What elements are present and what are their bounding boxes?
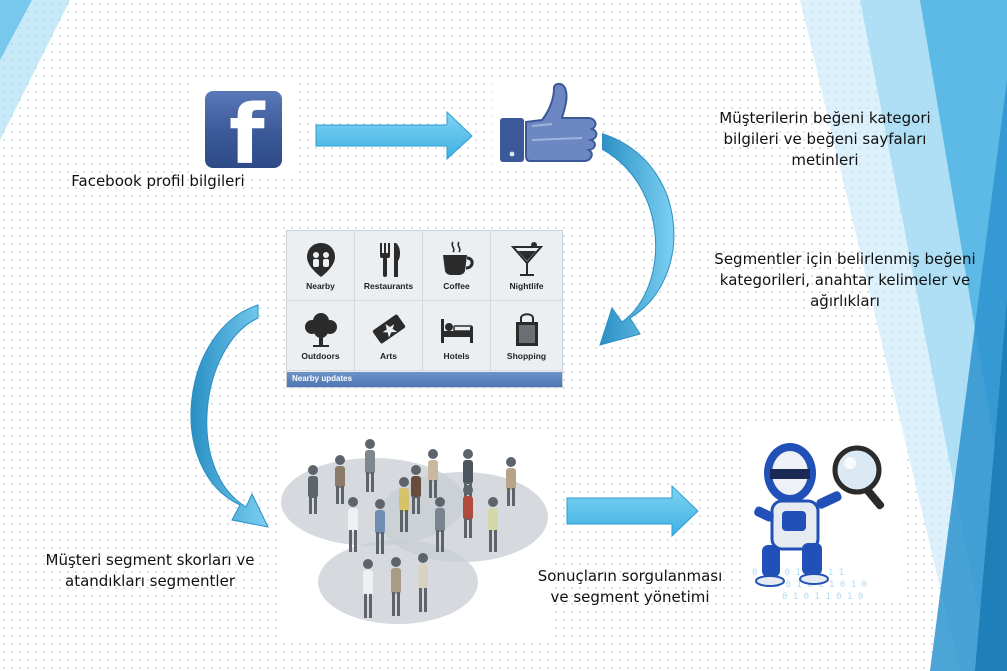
svg-text:0 1 1 0 1 0 0 1 1: 0 1 1 0 1 0 0 1 1 (752, 568, 844, 578)
person (488, 497, 498, 552)
segment-def-line2: kategorileri, anahtar kelimeler ve (719, 271, 971, 289)
person (428, 449, 438, 498)
person (375, 499, 385, 554)
like-info-line1: Müşterilerin beğeni kategori (719, 109, 931, 127)
facebook-logo-icon: f (205, 91, 282, 168)
customer-scores-line2: atandıkları segmentler (65, 572, 235, 590)
category-restaurants: Restaurants (355, 231, 423, 301)
category-hotels: Hotels (423, 301, 491, 371)
segment-def-line3: ağırlıkları (810, 292, 880, 310)
person (363, 559, 373, 618)
person (506, 457, 516, 506)
nearby-updates-bar: Nearby updates (287, 372, 562, 387)
category-label: Outdoors (301, 351, 340, 361)
ticket-star-icon (372, 314, 405, 344)
arrow-like-to-categories (599, 132, 675, 346)
svg-text:0 1 0 1 1 0 1 0: 0 1 0 1 1 0 1 0 (782, 592, 863, 602)
segment-def-line1: Segmentler için belirlenmiş beğeni (714, 250, 976, 268)
category-label: Coffee (443, 281, 470, 291)
bed-icon (440, 319, 473, 343)
svg-text:1 0 0 1 0 1 1 0 1 0: 1 0 0 1 0 1 1 0 1 0 (764, 580, 867, 590)
categories-panel: Nearby Restaurants Coffee Nightlife Outd… (286, 230, 563, 388)
category-label: Restaurants (363, 281, 414, 291)
person (399, 477, 409, 532)
robot-magnifier-illustration: 0 1 1 0 1 0 0 1 1 1 0 0 1 0 1 1 0 1 0 0 … (742, 425, 902, 603)
category-label: Nearby (306, 281, 335, 291)
arrow-categories-to-people (190, 304, 269, 528)
category-shopping: Shopping (491, 301, 562, 371)
person (348, 497, 358, 552)
person (463, 485, 473, 538)
query-line1: Sonuçların sorgulanması (537, 567, 723, 585)
like-info-line3: metinleri (791, 151, 859, 169)
category-arts: Arts (355, 301, 423, 371)
person (435, 497, 445, 552)
arrow-people-to-robot (566, 484, 699, 538)
category-label: Hotels (443, 351, 470, 361)
category-label: Nightlife (509, 281, 544, 291)
coffee-cup-icon (442, 241, 474, 275)
category-nearby: Nearby (287, 231, 355, 301)
category-outdoors: Outdoors (287, 301, 355, 371)
arrow-facebook-to-like (315, 110, 473, 161)
nearby-updates-label: Nearby updates (292, 374, 353, 383)
shopping-bag-icon (515, 313, 538, 346)
like-info-line2: bilgileri ve beğeni sayfaları (723, 130, 927, 148)
fork-knife-icon (379, 243, 400, 277)
person (411, 465, 421, 514)
person (418, 553, 428, 612)
customer-scores-line1: Müşteri segment skorları ve (45, 551, 255, 569)
person (335, 455, 345, 504)
query-line2: ve segment yönetimi (550, 588, 710, 606)
people-segments-illustration (278, 432, 550, 640)
category-label: Arts (379, 351, 397, 361)
person (308, 465, 318, 514)
map-pin-people-icon (306, 243, 335, 277)
tree-icon (304, 313, 337, 347)
person (391, 557, 401, 616)
person (365, 439, 375, 492)
cocktail-glass-icon (510, 242, 543, 276)
category-label: Shopping (506, 351, 547, 361)
category-coffee: Coffee (423, 231, 491, 301)
thumbs-up-icon (492, 80, 602, 166)
facebook-profile-label: Facebook profil bilgileri (71, 172, 245, 190)
category-nightlife: Nightlife (491, 231, 562, 301)
